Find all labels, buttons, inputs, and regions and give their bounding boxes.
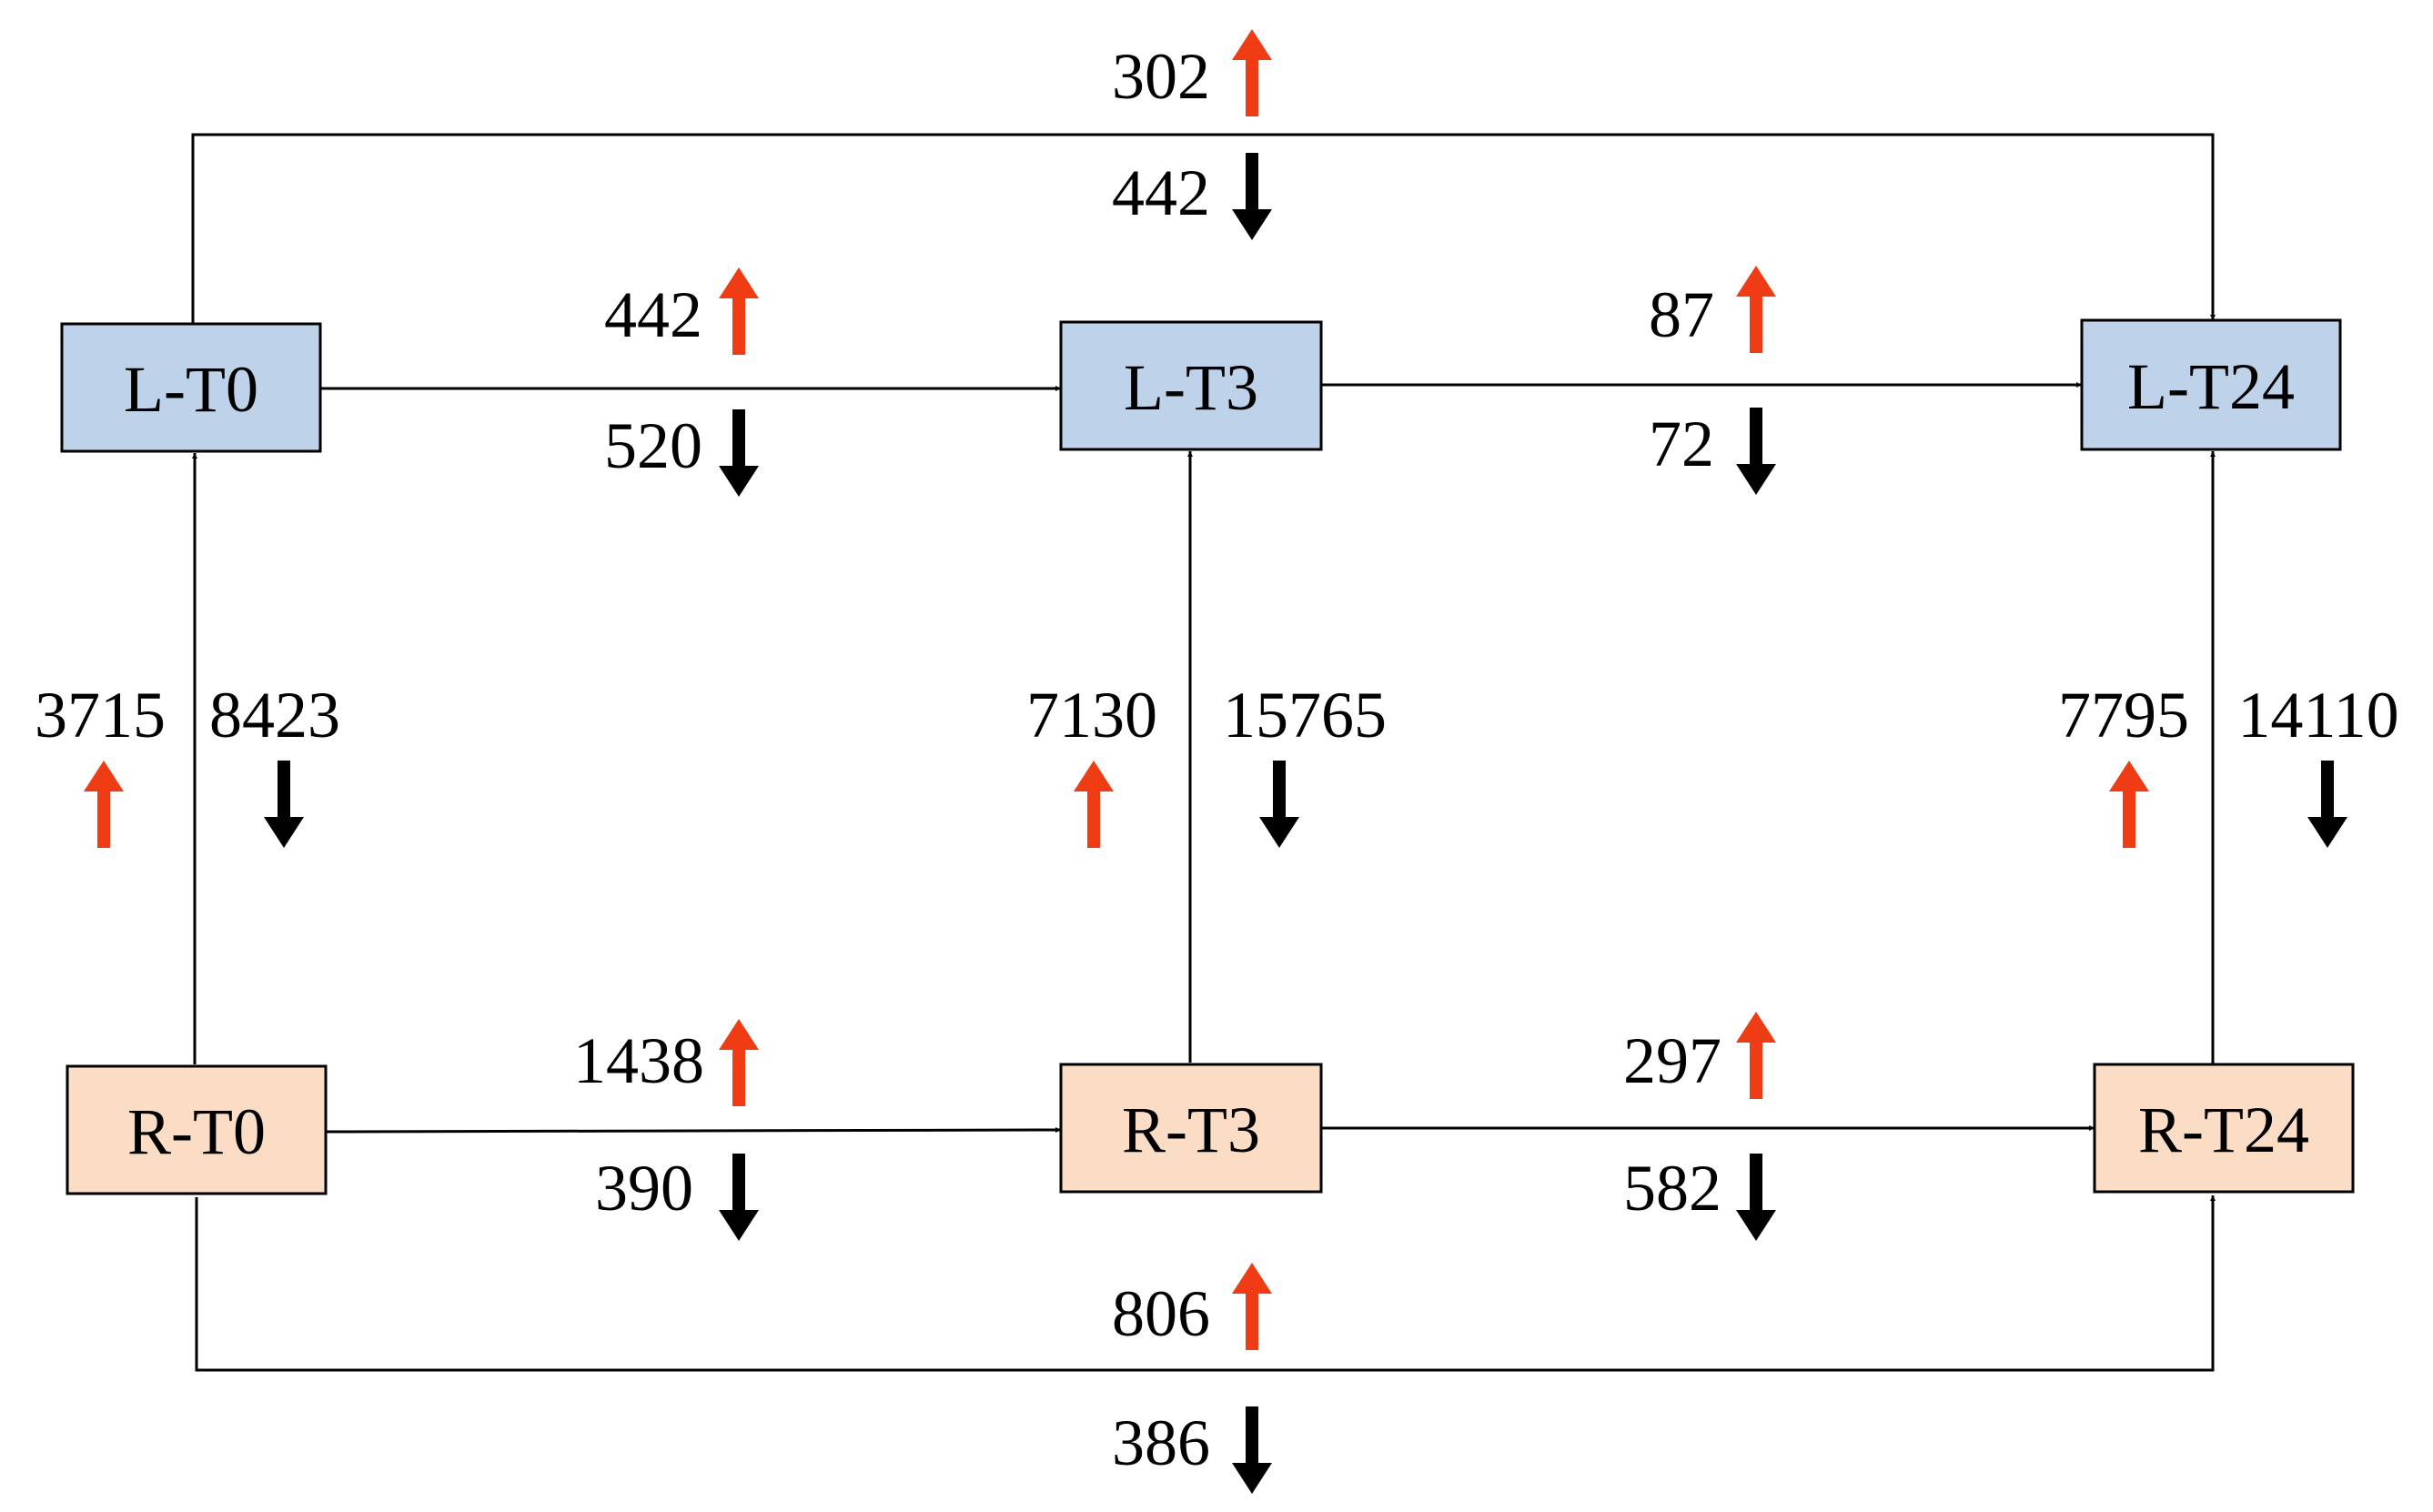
rt3-lt3-down-count: 15765 xyxy=(1223,679,1387,751)
node-label: R-T0 xyxy=(127,1095,266,1168)
node-rt3: R-T3 xyxy=(1059,1063,1323,1194)
arrow-up-icon xyxy=(1074,761,1114,848)
rt0-rt24-up-count: 806 xyxy=(1112,1277,1210,1350)
node-box xyxy=(66,1064,328,1195)
lt0-lt24-up-count: 302 xyxy=(1112,40,1210,113)
node-rt0: R-T0 xyxy=(66,1064,328,1195)
lt0-lt3-down-count: 520 xyxy=(604,409,702,482)
arrow-down-icon xyxy=(1232,153,1272,240)
node-lt3: L-T3 xyxy=(1059,320,1323,451)
node-label: L-T0 xyxy=(124,353,258,426)
arrow-up-icon xyxy=(84,761,124,848)
lt0-lt24-down-count: 442 xyxy=(1112,156,1210,229)
rt3-rt24-up-count: 297 xyxy=(1623,1024,1721,1097)
rt0-rt24-down-count: 386 xyxy=(1112,1406,1210,1479)
edge-lt0-to-lt24 xyxy=(191,133,2216,328)
arrow-down-icon xyxy=(2307,761,2347,848)
arrow-down-icon xyxy=(1736,408,1776,495)
node-box xyxy=(60,322,322,453)
arrow-down-icon xyxy=(719,1154,759,1241)
rt3-lt3-up-count: 7130 xyxy=(1026,679,1157,751)
arrow-down-icon xyxy=(1232,1406,1272,1494)
arrow-up-icon xyxy=(1232,29,1272,116)
edges xyxy=(191,133,2216,1372)
lt3-lt24-down-count: 72 xyxy=(1649,408,1714,480)
edge-rt0-to-rt24 xyxy=(195,1195,2216,1372)
edge-rt0-to-rt3 xyxy=(325,1127,1062,1134)
arrow-up-icon xyxy=(1736,266,1776,353)
arrow-down-icon xyxy=(719,409,759,497)
node-label: L-T24 xyxy=(2127,350,2295,423)
rt0-lt0-up-count: 3715 xyxy=(35,679,166,751)
rt0-rt3-down-count: 390 xyxy=(595,1152,693,1225)
arrow-down-icon xyxy=(1259,761,1299,848)
node-label: R-T24 xyxy=(2138,1094,2309,1166)
node-rt24: R-T24 xyxy=(2093,1063,2355,1194)
node-lt0: L-T0 xyxy=(60,322,322,453)
node-lt24: L-T24 xyxy=(2080,318,2342,451)
arrow-down-icon xyxy=(264,761,304,848)
node-label: L-T3 xyxy=(1124,351,1258,424)
node-box xyxy=(2080,318,2342,451)
rt3-rt24-down-count: 582 xyxy=(1623,1152,1721,1225)
arrow-up-icon xyxy=(719,1019,759,1106)
arrow-down-icon xyxy=(1736,1154,1776,1241)
node-box xyxy=(2093,1063,2355,1194)
direction-arrows xyxy=(84,29,2347,1494)
arrow-up-icon xyxy=(719,267,759,355)
rt0-lt0-down-count: 8423 xyxy=(209,679,340,751)
lt3-lt24-up-count: 87 xyxy=(1649,278,1714,351)
rt24-lt24-down-count: 14110 xyxy=(2237,679,2398,751)
lt0-lt3-up-count: 442 xyxy=(604,278,702,351)
rt0-rt3-up-count: 1438 xyxy=(573,1024,704,1097)
arrow-up-icon xyxy=(2109,761,2149,848)
arrow-up-icon xyxy=(1736,1012,1776,1099)
node-box xyxy=(1059,320,1323,451)
node-box xyxy=(1059,1063,1323,1194)
rt24-lt24-up-count: 7795 xyxy=(2058,679,2189,751)
arrow-up-icon xyxy=(1232,1263,1272,1350)
count-labels: 302 442 442 520 87 72 3715 8423 7130 157… xyxy=(35,40,2399,1479)
node-label: R-T3 xyxy=(1122,1094,1260,1166)
